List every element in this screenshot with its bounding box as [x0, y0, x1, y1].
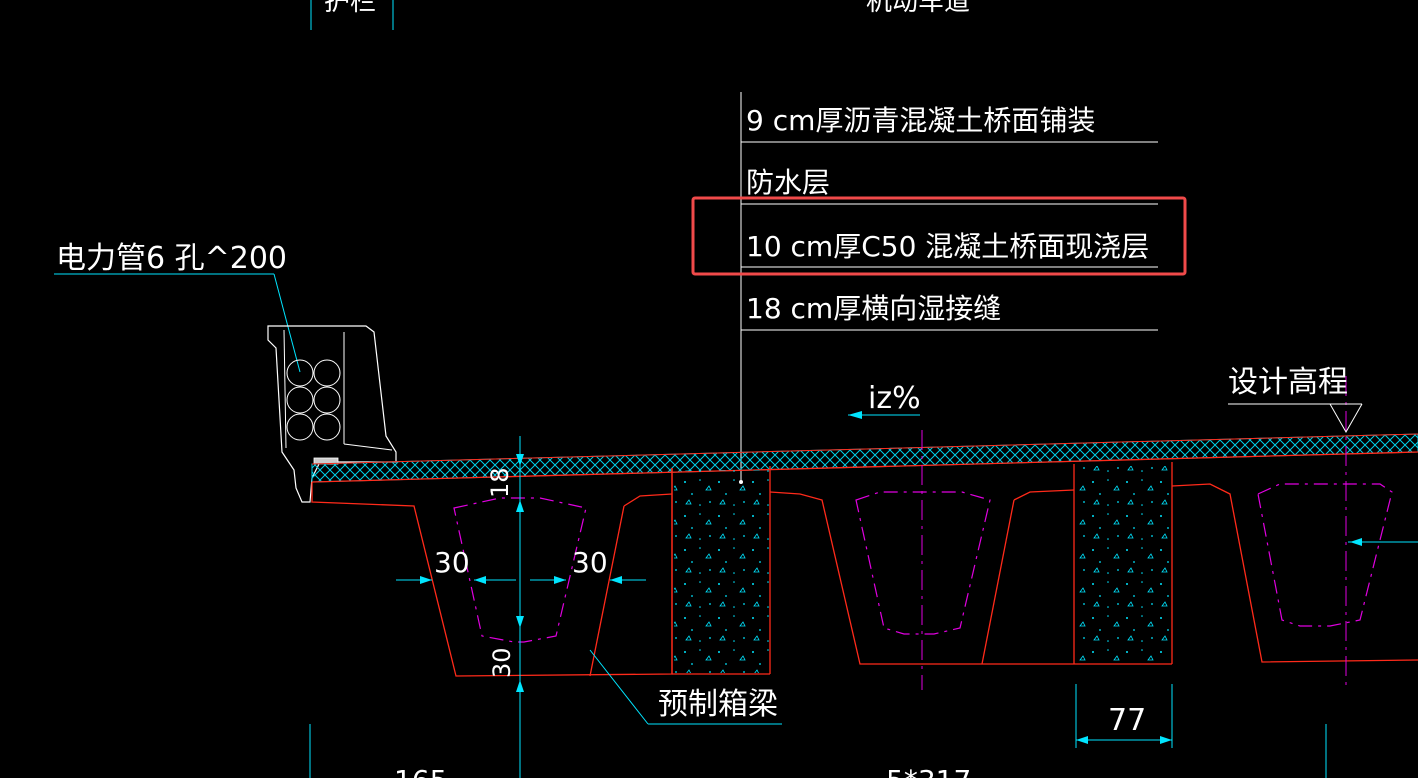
- barrier-curb: [267, 325, 397, 503]
- dim-bottom-center-partial: 5*317: [886, 764, 971, 778]
- dim-top-slab: 18: [486, 467, 514, 498]
- box-girder-outline: [311, 451, 1418, 677]
- power-pipe-callout: 电力管6 孔^200: [54, 241, 301, 373]
- layer-label-group: 9 cm厚沥青混凝土桥面铺装 防水层 10 cm厚C50 混凝土桥面现浇层 18…: [741, 104, 1158, 331]
- dimension-marks: [309, 436, 1418, 778]
- deck-pavement-hatch: [311, 433, 1418, 483]
- wet-joint-concrete-1: [674, 470, 769, 673]
- dim-joint-width: 77: [1108, 703, 1146, 738]
- top-left-partial-text: 护栏: [324, 0, 376, 17]
- power-pipe-label: 电力管6 孔^200: [56, 241, 287, 276]
- layer-label-wet-joint: 18 cm厚横向湿接缝: [746, 292, 1001, 325]
- highlight-box: [691, 196, 1187, 276]
- top-left-partial-label: 护栏: [310, 0, 394, 30]
- wet-joint-concrete-2: [1076, 466, 1171, 663]
- dim-web-left: 30: [434, 546, 470, 579]
- girder-void-2: [855, 491, 991, 635]
- slope-indicator: iz%: [848, 381, 921, 419]
- deck-top-line: [311, 433, 1418, 465]
- top-center-partial-text: 机动车道: [866, 0, 970, 17]
- precast-girder-label: 预制箱梁: [658, 687, 778, 722]
- girder-void-3: [1257, 483, 1393, 627]
- dim-bottom-slab: 30: [488, 647, 516, 678]
- layer-label-waterproof: 防水层: [746, 166, 830, 199]
- dim-web-right: 30: [572, 546, 608, 579]
- precast-girder-callout: 预制箱梁: [589, 649, 782, 725]
- layer-label-cast-in-place: 10 cm厚C50 混凝土桥面现浇层: [746, 230, 1149, 263]
- girder-void-1: [453, 497, 587, 643]
- power-duct-group: [286, 359, 341, 441]
- layer-label-asphalt: 9 cm厚沥青混凝土桥面铺装: [746, 104, 1095, 137]
- dim-bottom-left-partial: 165: [394, 764, 447, 778]
- slope-label: iz%: [868, 381, 921, 416]
- design-elevation-label: 设计高程: [1228, 365, 1348, 400]
- design-elevation-marker: 设计高程: [1228, 365, 1363, 434]
